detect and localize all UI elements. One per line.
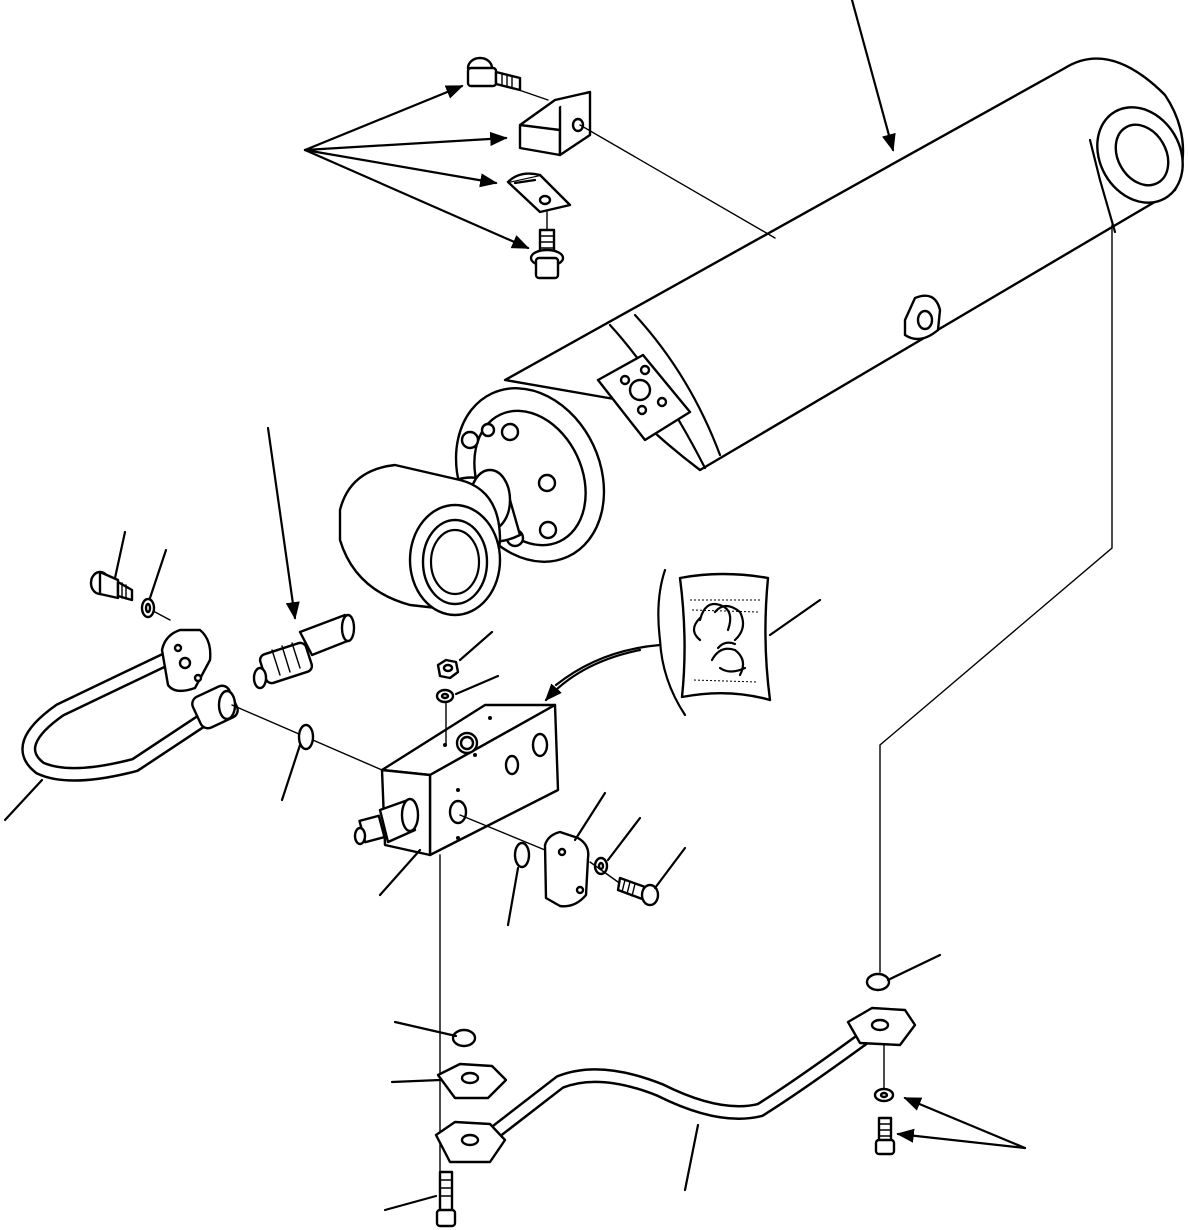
bracket-leader-line <box>579 124 776 239</box>
o-ring <box>297 723 315 751</box>
callout-line-u-tube <box>3 778 44 822</box>
callout-line-o-ring-right <box>506 866 520 927</box>
seal-kit-bag <box>544 568 772 717</box>
socket-head-bolt <box>435 1170 457 1228</box>
valve-block <box>380 703 560 857</box>
callout-line-flange-bottom <box>390 1078 442 1084</box>
bracket-bolt <box>466 56 522 92</box>
callout-arrow-adapter <box>266 426 300 620</box>
callout-line-o-ring-right-bottom <box>886 953 942 982</box>
hydraulic-cylinder <box>503 57 1185 472</box>
u-tube <box>21 647 239 782</box>
tube-flange <box>436 1062 508 1100</box>
long-tube <box>477 1022 883 1148</box>
axis-line-cylinder-port <box>879 224 1113 973</box>
callout-arrows-bottom-right <box>896 1096 1027 1150</box>
socket-head-bolt <box>89 570 134 602</box>
callout-line-nut <box>458 630 494 662</box>
clamp-bracket <box>518 90 592 157</box>
callout-line-bolt-bottom <box>383 1194 438 1212</box>
o-ring <box>865 972 891 992</box>
tube-flange <box>846 1006 917 1047</box>
tube-flange <box>434 1120 507 1164</box>
washer <box>435 688 455 704</box>
o-ring <box>451 1028 477 1048</box>
callout-line-top-washer <box>454 674 500 696</box>
callout-line-bolt-right <box>653 846 687 890</box>
callout-arrow-cylinder <box>850 0 896 152</box>
callout-line-valve <box>378 848 422 897</box>
hose-adapter <box>252 613 356 690</box>
tube-flange <box>543 830 590 908</box>
callout-line-flange-right <box>573 791 607 842</box>
tube-flange <box>160 628 212 693</box>
washer <box>140 597 156 619</box>
socket-head-bolt <box>616 876 660 907</box>
callout-line-bolt-left <box>113 530 127 580</box>
callout-arrows-bracket <box>303 84 530 250</box>
clamp-bolt <box>529 228 565 280</box>
callout-line-washer-right <box>606 816 642 862</box>
cylinder-rod-eye <box>338 463 522 617</box>
nut <box>436 658 460 680</box>
callout-line-long-tube <box>683 1123 700 1192</box>
o-ring <box>513 841 531 869</box>
callout-line-o-ring-left <box>280 743 302 802</box>
clamp-plate <box>506 172 572 214</box>
callout-line-block <box>768 598 822 637</box>
callout-line-washer-left <box>148 548 168 600</box>
axis-line-right-flange <box>459 814 619 883</box>
socket-head-bolt <box>874 1116 896 1156</box>
washer <box>873 1087 895 1103</box>
bracket-axis-line <box>518 89 549 231</box>
callout-line-o-ring-bottom <box>393 1020 458 1038</box>
pressure-relief-valve <box>353 797 420 846</box>
